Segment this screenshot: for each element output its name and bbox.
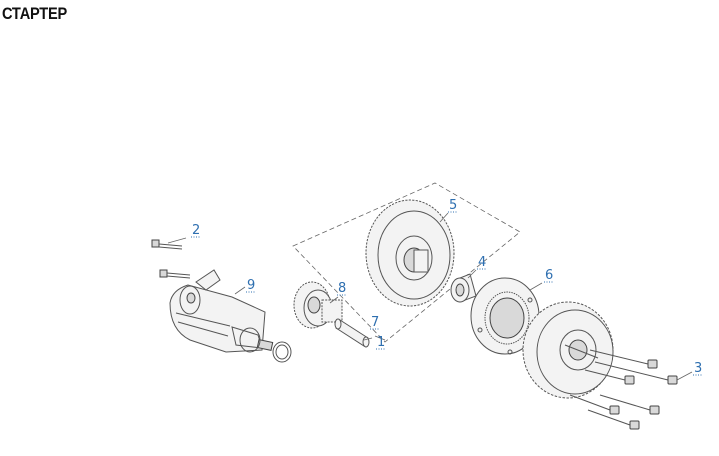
idle-gear-small[interactable] <box>293 281 343 329</box>
o-ring[interactable] <box>272 341 292 363</box>
callout-label: 7 <box>371 315 379 330</box>
callout-label: 4 <box>478 255 486 270</box>
callout-label: 6 <box>545 268 553 283</box>
callout-label: 9 <box>247 278 255 293</box>
callout-label: 2 <box>192 223 200 238</box>
flywheel-rotor[interactable] <box>522 301 614 399</box>
callout-7: 7 <box>370 315 380 330</box>
large-reduction-gear[interactable] <box>365 199 455 307</box>
callout-label: 8 <box>338 281 346 296</box>
flywheel-bolts[interactable] <box>569 349 678 430</box>
gear-shaft[interactable] <box>334 318 370 348</box>
callout-8: 8 <box>337 281 347 296</box>
starter-bolt-lower[interactable] <box>159 269 191 279</box>
starter-motor[interactable] <box>169 269 274 353</box>
callout-9: 9 <box>246 278 256 293</box>
callout-6: 6 <box>544 268 554 283</box>
needle-bearing[interactable] <box>450 273 477 303</box>
starter-bolt-upper[interactable] <box>151 239 183 250</box>
callout-label: 5 <box>449 198 457 213</box>
callout-4: 4 <box>477 255 487 270</box>
callout-label: 3 <box>694 361 702 376</box>
callout-2: 2 <box>191 223 201 238</box>
callout-label: 1 <box>377 335 385 350</box>
callout-3: 3 <box>693 361 703 376</box>
callout-1: 1 <box>376 335 386 350</box>
callout-5: 5 <box>448 198 458 213</box>
one-way-clutch[interactable] <box>470 277 540 355</box>
page-title: СТАРТЕР <box>2 4 67 23</box>
